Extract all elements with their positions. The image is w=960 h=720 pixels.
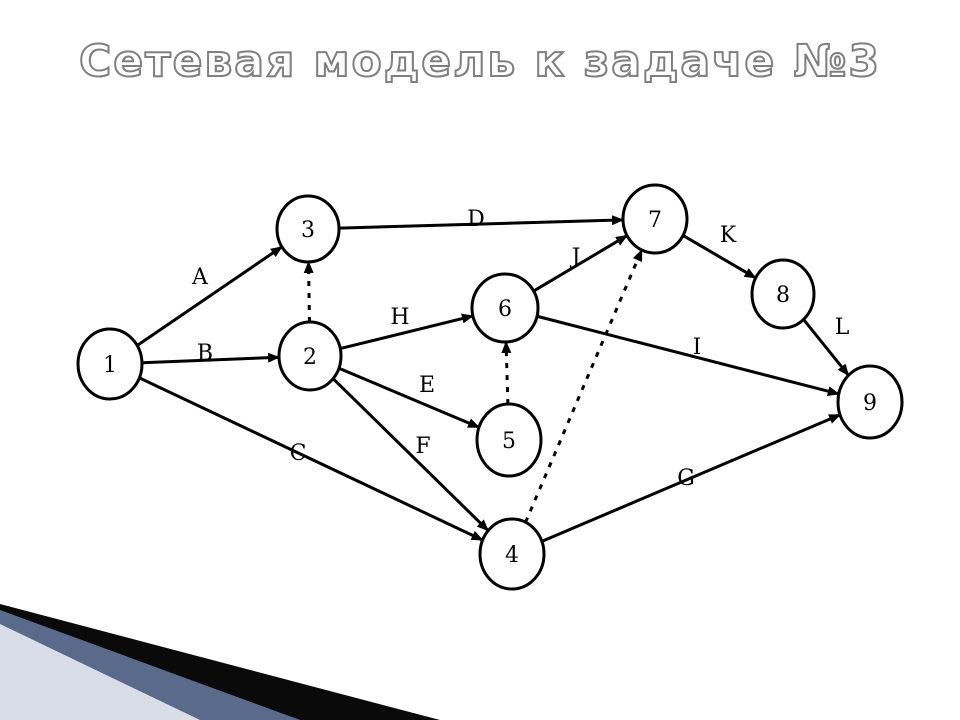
edge-label-g: G [677,466,695,491]
node-circle [475,402,543,478]
edge-label-h: H [390,305,409,330]
node-label: 7 [648,208,662,233]
node-label: 9 [863,391,877,416]
node-circle [470,272,540,344]
edge-label-l: L [835,315,850,340]
edge-label-e: E [419,373,435,398]
arrow-a [136,245,283,347]
node-4: 4 [478,517,546,591]
edge-label-c: C [290,441,307,466]
node-3: 3 [275,194,341,264]
node-2: 2 [277,320,343,392]
decorative-wedge [0,604,440,720]
node-label: 5 [502,429,516,454]
arrow-g [541,413,841,543]
edge-label-i: I [693,335,702,360]
dummy-arrow-5-6 [501,340,512,405]
edge-label-a: A [191,265,209,290]
arrow-l [802,318,850,377]
arrow-h [339,313,474,351]
node-circle [76,327,144,401]
arrow-i [536,314,840,397]
node-circle [750,258,816,330]
node-circle [836,364,904,440]
edge-label-k: K [720,223,737,248]
dummy-arrow-4-7 [524,249,644,523]
node-label: 3 [301,218,315,243]
arrow-f [332,377,490,532]
node-label: 2 [303,345,317,370]
edge-label-j: J [570,245,581,270]
slide-title: Сетевая модель к задаче №3 [78,35,882,88]
edge-label-f: F [415,434,430,459]
edge-label-d: D [467,207,485,232]
node-label: 8 [776,283,790,308]
arrow-j [532,234,628,293]
node-9: 9 [836,364,904,440]
node-8: 8 [750,258,816,330]
node-label: 6 [498,297,512,322]
node-circle [277,320,343,392]
node-5: 5 [475,402,543,478]
node-circle [478,517,546,591]
node-circle [621,183,689,255]
nodes-layer: 1 2 3 4 5 6 7 8 9 [76,183,904,591]
arrow-e [338,366,480,429]
node-1: 1 [76,327,144,401]
edge-labels-layer: A B C D E F G H I J K L [191,207,850,491]
dummy-arrow-2-3 [303,260,314,323]
edge-label-b: B [197,341,213,366]
edges-layer [136,215,850,543]
arrow-d [338,215,625,230]
arrow-c [138,376,484,542]
node-label: 4 [505,543,519,568]
arrow-k [682,234,757,280]
node-6: 6 [470,272,540,344]
node-7: 7 [621,183,689,255]
node-circle [275,194,341,264]
arrow-b [141,352,281,365]
node-label: 1 [103,353,117,378]
